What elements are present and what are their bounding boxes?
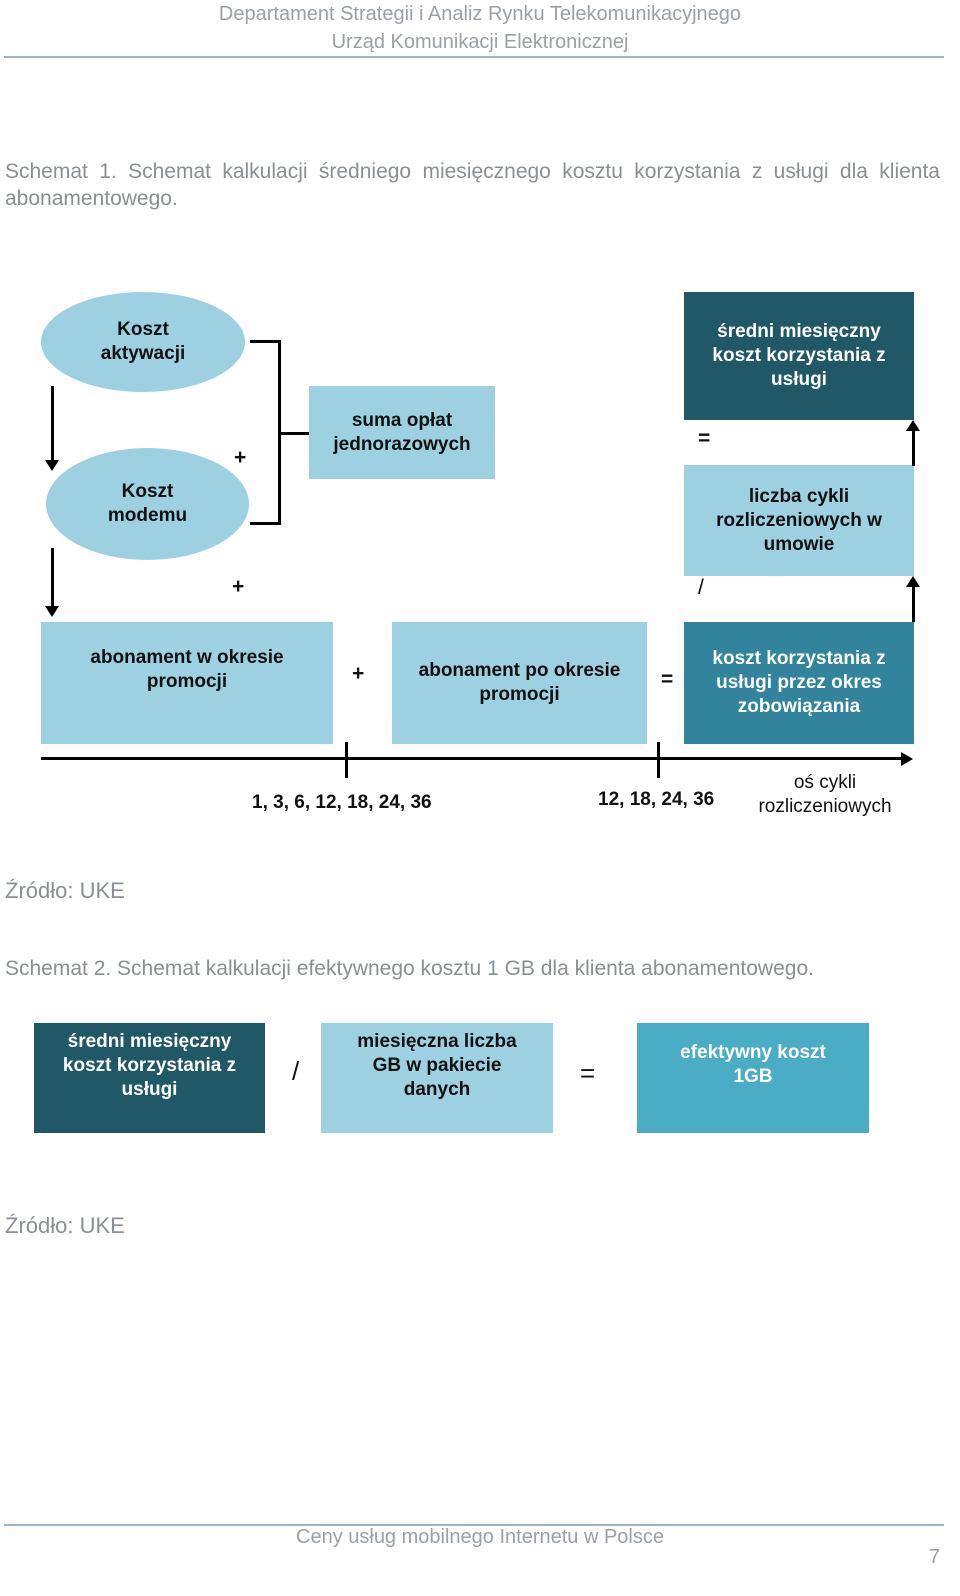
arrow-shaft-1 (51, 386, 54, 462)
schemat1-caption: Schemat 1. Schemat kalkulacji średniego … (5, 160, 940, 210)
arrow-down-icon (45, 460, 59, 471)
page-number: 7 (928, 1546, 940, 1568)
box-sredni-miesieczny-2: średni miesięczny koszt korzystania z us… (34, 1023, 265, 1133)
arrow-shaft-3 (912, 430, 915, 466)
ellipse-koszt-modemu-label: Koszt modemu (107, 481, 188, 526)
box-suma-oplat-label: suma opłat jednorazowych (333, 409, 471, 455)
box-efektywny-koszt-label: efektywny koszt 1GB (680, 1042, 826, 1087)
arrow-shaft-4 (912, 586, 915, 622)
operator-plus: + (352, 662, 365, 685)
bracket-top (250, 340, 280, 343)
box-abonament-promocja: abonament w okresie promocji (41, 622, 333, 744)
header-divider (4, 56, 944, 58)
operator-plus: + (232, 575, 245, 598)
box-abonament-promocja-label: abonament w okresie promocji (90, 647, 284, 692)
axis-tick-2 (657, 742, 660, 778)
ellipse-koszt-aktywacji-label: Koszt aktywacji (100, 319, 186, 364)
operator-equals: = (661, 668, 674, 691)
schemat2-caption: Schemat 2. Schemat kalkulacji efektywneg… (5, 957, 814, 980)
header-line-1: Departament Strategii i Analiz Rynku Tel… (218, 3, 742, 25)
arrow-right-icon (901, 752, 913, 766)
axis-tick-1 (345, 742, 348, 778)
axis-line (41, 757, 903, 760)
arrow-down-icon (45, 606, 59, 617)
page-header: Departament Strategii i Analiz Rynku Tel… (0, 0, 960, 56)
box-sredni-miesieczny-label: średni miesięczny koszt korzystania z us… (712, 321, 886, 390)
box-liczba-cykli: liczba cykli rozliczeniowych w umowie (684, 465, 914, 576)
box-sredni-miesieczny: średni miesięczny koszt korzystania z us… (684, 292, 914, 420)
box-abonament-po-promocji-label: abonament po okresie promocji (418, 660, 621, 705)
arrow-up-icon (906, 420, 920, 431)
footer-divider (4, 1524, 944, 1526)
ellipse-koszt-modemu: Koszt modemu (46, 448, 249, 560)
box-koszt-korzystania-label: koszt korzystania z usługi przez okres z… (712, 648, 886, 717)
arrow-shaft-2 (51, 548, 54, 608)
box-koszt-korzystania: koszt korzystania z usługi przez okres z… (684, 622, 914, 744)
box-efektywny-koszt: efektywny koszt 1GB (637, 1023, 869, 1133)
operator-plus: + (234, 446, 247, 469)
header-line-2: Urząd Komunikacji Elektronicznej (331, 31, 629, 53)
box-liczba-cykli-label: liczba cykli rozliczeniowych w umowie (716, 485, 882, 555)
box-suma-oplat: suma opłat jednorazowych (309, 386, 495, 479)
bracket-vertical (278, 340, 281, 525)
box-liczba-gb-label: miesięczna liczba GB w pakiecie danych (357, 1031, 517, 1100)
source-note-2: Źródło: UKE (5, 1213, 125, 1238)
source-note-1: Źródło: UKE (5, 878, 125, 903)
arrow-up-icon (906, 576, 920, 587)
ellipse-koszt-aktywacji: Koszt aktywacji (41, 292, 245, 392)
operator-equals: = (580, 1058, 596, 1088)
box-sredni-miesieczny-2-label: średni miesięczny koszt korzystania z us… (62, 1031, 237, 1100)
footer-title: Ceny usług mobilnego Internetu w Polsce (296, 1526, 664, 1548)
box-abonament-po-promocji: abonament po okresie promocji (392, 622, 647, 744)
operator-equals: = (698, 427, 711, 450)
box-liczba-gb: miesięczna liczba GB w pakiecie danych (321, 1023, 553, 1133)
axis-tick-label-1: 1, 3, 6, 12, 18, 24, 36 (252, 792, 432, 813)
bracket-bottom (250, 522, 280, 525)
bracket-connector (281, 432, 309, 435)
operator-divide: / (292, 1056, 300, 1086)
axis-tick-label-2: 12, 18, 24, 36 (598, 789, 715, 810)
operator-divide: / (698, 576, 704, 599)
axis-label: oś cykli rozliczeniowych (758, 772, 892, 817)
